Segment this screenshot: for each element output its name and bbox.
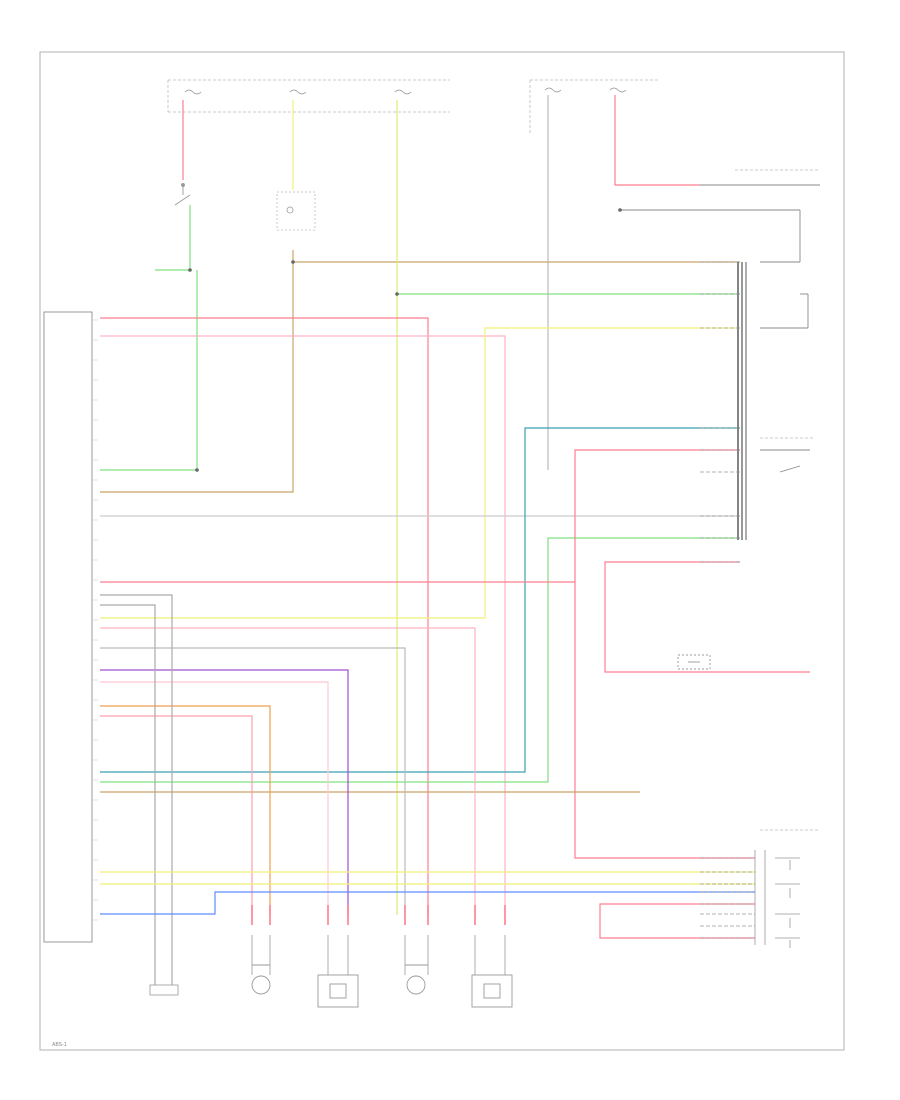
wire-pink-lower [100, 627, 476, 915]
wheel-sensor-left-front [317, 974, 359, 1008]
right-bottom-connector [700, 850, 800, 948]
wire-gray-pair-a [100, 594, 173, 985]
wire-green-lower [100, 537, 740, 783]
relay-box-center [276, 191, 316, 231]
relay-switch-symbols [620, 184, 820, 473]
figure-ref: ABS-1 [52, 1042, 67, 1048]
wire-brown-center [100, 250, 294, 493]
relay-connector-pins [700, 261, 740, 563]
wire-green-brake-switch [155, 205, 191, 271]
sensor-lead-wires [251, 935, 506, 975]
wheel-sensor-left-rear [149, 984, 179, 996]
dashed-dividers [735, 169, 820, 831]
fuse-panel-top-right [529, 79, 660, 135]
wire-red-bottom-loop [599, 903, 755, 939]
fuse-symbols [184, 87, 627, 95]
abs-control-module [43, 311, 93, 943]
wire-harness [100, 95, 810, 985]
wire-orange [100, 705, 271, 915]
g-sensor-icon [677, 654, 711, 670]
wire-pink-pin3 [100, 335, 506, 915]
splice-points [188, 208, 622, 472]
wire-gray-right-front [100, 647, 406, 915]
wire-red-g-sensor [604, 561, 810, 673]
relay-coil-icon [286, 206, 294, 214]
wire-purple [100, 669, 349, 915]
brake-switch-icon [174, 183, 191, 206]
wire-red-top-right [614, 95, 700, 186]
wheel-sensor-right-rear [251, 964, 271, 995]
wire-green-to-module [100, 270, 198, 471]
wire-teal [100, 427, 740, 773]
wheel-sensor-right-front [405, 964, 428, 995]
sensor-connector-stubs [251, 905, 506, 925]
wire-light-pink [100, 681, 329, 915]
wire-gray-pair-b [100, 604, 156, 985]
diagram-frame [39, 51, 845, 1051]
wire-pink-pair [100, 715, 253, 915]
wire-red-lower [574, 449, 755, 859]
fuse-panel-top-left [167, 79, 450, 113]
wheel-sensor-left-rear-2 [471, 974, 513, 1008]
wire-yellow-relay [100, 327, 740, 619]
module-pin-ticks [92, 319, 98, 921]
wire-blue-bottom [100, 891, 755, 915]
wire-red-pin2 [100, 317, 429, 915]
